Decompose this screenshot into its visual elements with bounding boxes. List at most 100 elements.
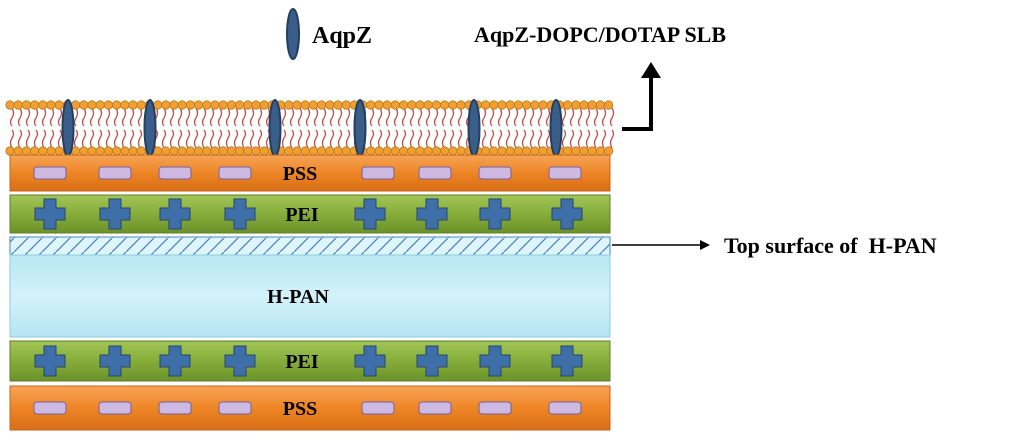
- plus-charge-icon: [354, 345, 386, 377]
- aqpz-protein-icon: [268, 99, 282, 157]
- lipid-tail: [385, 107, 391, 127]
- lipid-head: [456, 146, 466, 156]
- lipid-head: [382, 146, 392, 156]
- lipid-tail: [409, 107, 415, 127]
- lipid-tail: [193, 129, 199, 149]
- lipid-head: [284, 146, 294, 156]
- lipid-head: [587, 100, 597, 110]
- lipid-tail: [297, 107, 303, 127]
- lipid-tail: [401, 107, 407, 127]
- lipid-head: [5, 100, 15, 110]
- lipid-head: [136, 100, 146, 110]
- lipid-head: [120, 146, 130, 156]
- lipid-head: [325, 100, 335, 110]
- lipid-head: [226, 100, 236, 110]
- lipid-head: [407, 146, 417, 156]
- lipid-head: [480, 100, 491, 110]
- lipid-head: [177, 146, 187, 156]
- lipid-tail: [497, 129, 503, 149]
- lipid-tail: [249, 129, 255, 149]
- lipid-head: [194, 100, 204, 110]
- lipid-head: [95, 146, 105, 156]
- lipid-tail: [505, 129, 511, 149]
- lipid-head: [120, 100, 130, 110]
- plus-charge-icon: [354, 198, 386, 230]
- lipid-tail: [177, 129, 183, 149]
- lipid-head: [497, 146, 507, 156]
- lipid-head: [29, 100, 40, 110]
- lipid-tail: [73, 107, 79, 127]
- lipid-tail: [113, 129, 119, 149]
- lipid-head: [341, 100, 351, 110]
- lipid-tail: [161, 107, 167, 127]
- lipid-head: [128, 146, 138, 156]
- lipid-tail: [169, 107, 175, 127]
- lipid-head: [292, 100, 302, 110]
- aqpz-protein-icon: [61, 99, 75, 157]
- lipid-head: [587, 146, 597, 156]
- lipid-head: [603, 146, 614, 156]
- lipid-tail: [529, 107, 535, 127]
- lipid-head: [259, 100, 269, 110]
- pss-bottom-label: PSS: [283, 398, 317, 420]
- lipid-tail: [481, 107, 487, 127]
- top-surface-arrow-head: [700, 240, 710, 250]
- lipid-tail: [97, 107, 103, 127]
- lipid-head: [431, 146, 441, 156]
- lipid-tail: [433, 107, 439, 127]
- lipid-head: [366, 146, 376, 156]
- lipid-head: [210, 100, 220, 110]
- lipid-tail: [73, 129, 79, 149]
- lipid-tail: [601, 107, 607, 127]
- lipid-tail: [393, 129, 399, 149]
- lipid-tail: [249, 107, 255, 127]
- minus-charge-icon: [158, 166, 192, 180]
- pss-bottom-charges: [33, 401, 582, 415]
- lipid-head: [13, 100, 23, 110]
- lipid-head: [218, 100, 228, 110]
- lipid-tail: [281, 129, 287, 149]
- lipid-head: [251, 146, 261, 156]
- lipid-head: [112, 146, 122, 156]
- lipid-head: [202, 100, 212, 110]
- lipid-tail: [529, 129, 535, 149]
- bilayer-label: AqpZ-DOPC/DOTAP SLB: [474, 22, 726, 47]
- lipid-tail: [57, 129, 63, 149]
- lipid-tail: [345, 129, 351, 149]
- lipid-tail: [121, 107, 127, 127]
- plus-charge-icon: [99, 345, 131, 377]
- lipid-tail: [201, 129, 207, 149]
- lipid-tail: [577, 107, 583, 127]
- bilayer-arrow-head: [641, 62, 661, 78]
- lipid-head: [243, 100, 253, 110]
- lipid-head: [210, 146, 220, 156]
- lipid-head: [218, 146, 228, 156]
- lipid-tail: [137, 107, 143, 127]
- lipid-tail: [513, 107, 519, 127]
- lipid-head: [390, 100, 400, 110]
- lipid-tail: [177, 107, 183, 127]
- lipid-tail: [593, 107, 599, 127]
- lipid-tail: [233, 129, 239, 149]
- lipid-tail: [209, 129, 215, 149]
- lipid-tail: [369, 129, 375, 149]
- lipid-head: [489, 100, 499, 110]
- lipid-head: [161, 146, 171, 156]
- lipid-tail: [209, 107, 215, 127]
- lipid-tail: [257, 129, 263, 149]
- minus-charge-icon: [548, 401, 582, 415]
- minus-charge-icon: [361, 166, 395, 180]
- lipid-tail: [521, 107, 527, 127]
- lipid-tail: [185, 129, 191, 149]
- lipid-head: [284, 100, 294, 110]
- lipid-tail: [377, 129, 383, 149]
- minus-charge-icon: [548, 166, 582, 180]
- bilayer-arrow: [622, 76, 653, 131]
- lipid-tail: [233, 107, 239, 127]
- lipid-tail: [57, 107, 63, 127]
- lipid-head: [38, 100, 48, 110]
- lipid-tail: [49, 107, 55, 127]
- lipid-head: [259, 146, 269, 156]
- lipid-tail: [49, 129, 55, 149]
- lipid-tail: [425, 107, 431, 127]
